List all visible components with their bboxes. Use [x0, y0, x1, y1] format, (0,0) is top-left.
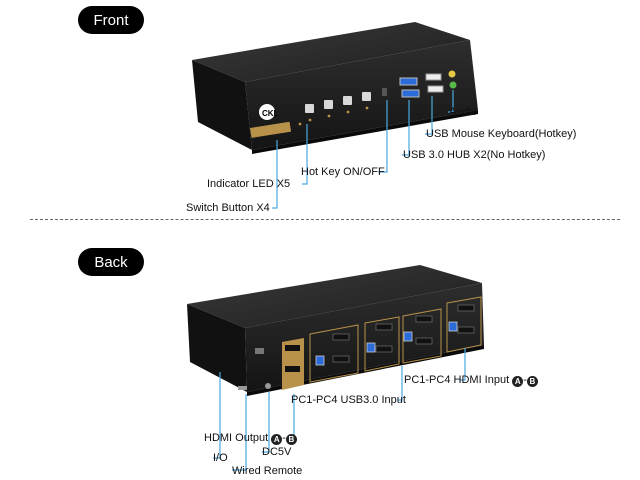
callout-usb-mouse-keyboard: USB Mouse Keyboard(Hotkey): [426, 128, 577, 140]
callout-wired-remote: Wired Remote: [232, 465, 303, 477]
front-tag: Front: [78, 6, 144, 34]
badge-b-icon: B: [285, 434, 297, 445]
hotkey-switch: [382, 88, 387, 96]
back-device: [187, 265, 484, 396]
callout-indicator-led: Indicator LED X5: [207, 178, 291, 190]
callout-hdmi-input-text: PC1-PC4 HDMI Input: [404, 374, 510, 386]
callout-dc5v: DC5V: [262, 446, 292, 458]
callout-audio: Audio: [449, 106, 478, 118]
callout-hotkey: Hot Key ON/OFF: [301, 166, 385, 178]
badge-b-icon: B: [526, 376, 538, 387]
switch-button-2: [324, 100, 333, 109]
callout-hdmi-input: PC1-PC4 HDMI Input A-B: [404, 374, 538, 387]
badge-dash: -: [523, 374, 527, 386]
badge-dash: -: [282, 432, 286, 444]
callout-hdmi-output-text: HDMI Output: [204, 432, 269, 444]
badge-a-icon: A: [512, 376, 524, 387]
callout-usb30-hub: USB 3.0 HUB X2(No Hotkey): [403, 149, 546, 161]
back-tag: Back: [78, 248, 144, 276]
switch-button-1: [305, 104, 314, 113]
switch-button-4: [362, 92, 371, 101]
section-divider: [30, 219, 620, 220]
callout-usb30-input: PC1-PC4 USB3.0 Input: [291, 394, 406, 406]
front-device: CKL: [192, 22, 478, 154]
badge-a-icon: A: [271, 434, 283, 445]
brand-logo-icon: [259, 104, 275, 120]
brand-logo-text: CKL: [262, 109, 279, 118]
callout-io: I/O: [213, 452, 228, 464]
switch-button-3: [343, 96, 352, 105]
callout-switch-button: Switch Button X4: [186, 202, 270, 214]
callout-hdmi-output: HDMI Output A-B: [204, 432, 297, 445]
front-leader-lines: [272, 90, 454, 209]
